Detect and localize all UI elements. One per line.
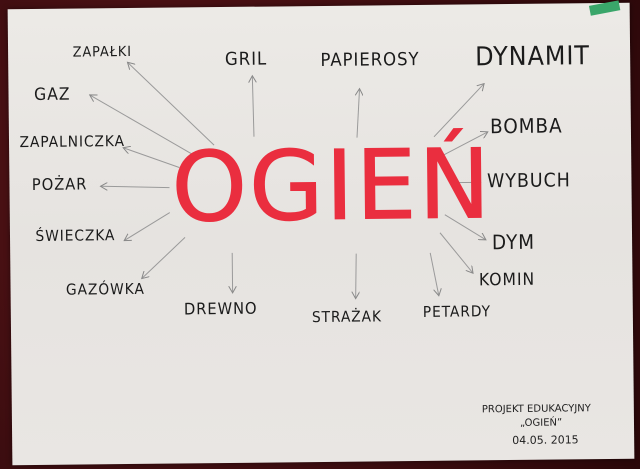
arrow-komin [439, 232, 472, 272]
arrow-bomba [443, 132, 487, 156]
word-papierosy: PAPIEROSY [320, 48, 420, 71]
word-gril: GRIL [224, 48, 268, 70]
word-petardy: PETARDY [422, 302, 492, 321]
footer-project: PROJEKT EDUKACYJNY [481, 403, 591, 416]
word-dynamit: DYNAMIT [474, 41, 591, 73]
poster-sheet: OGIEŃ ZAPAŁKI GAZ ZAPALNICZKA POŻAR ŚWIE… [7, 0, 635, 466]
word-swieczka: ŚWIECZKA [35, 226, 116, 245]
arrow-petardy [429, 252, 438, 295]
word-komin: KOMIN [478, 269, 536, 291]
arrow-strazak [355, 253, 356, 298]
word-bomba: BOMBA [489, 113, 563, 139]
arrow-swieczka [125, 212, 171, 240]
word-zapalki: ZAPAŁKI [72, 43, 133, 61]
word-gaz: GAZ [34, 84, 71, 105]
arrow-gril [252, 77, 254, 137]
arrow-zapalki [128, 62, 215, 146]
word-zapalniczka: ZAPALNICZKA [19, 132, 126, 152]
arrow-dym [444, 214, 485, 239]
arrow-dynamit [433, 84, 484, 138]
arrow-pozar [101, 186, 170, 189]
mind-map-arrows [8, 3, 635, 465]
center-word-ogien: OGIEŃ [170, 128, 493, 244]
arrow-gaz [91, 94, 195, 156]
word-pozar: POŻAR [31, 174, 88, 195]
word-gazowka: GAZÓWKA [65, 279, 145, 299]
word-wybuch: WYBUCH [486, 169, 571, 193]
word-drewno: DREWNO [183, 298, 258, 319]
word-strazak: STRAŻAK [311, 307, 383, 327]
arrow-zapalniczka [124, 147, 180, 168]
arrow-gazowka [142, 237, 186, 277]
word-dym: DYM [491, 229, 536, 255]
footer-title: „OGIEŃ” [519, 417, 563, 429]
arrow-papierosy [356, 90, 360, 138]
footer-date: 04.05. 2015 [512, 433, 579, 448]
